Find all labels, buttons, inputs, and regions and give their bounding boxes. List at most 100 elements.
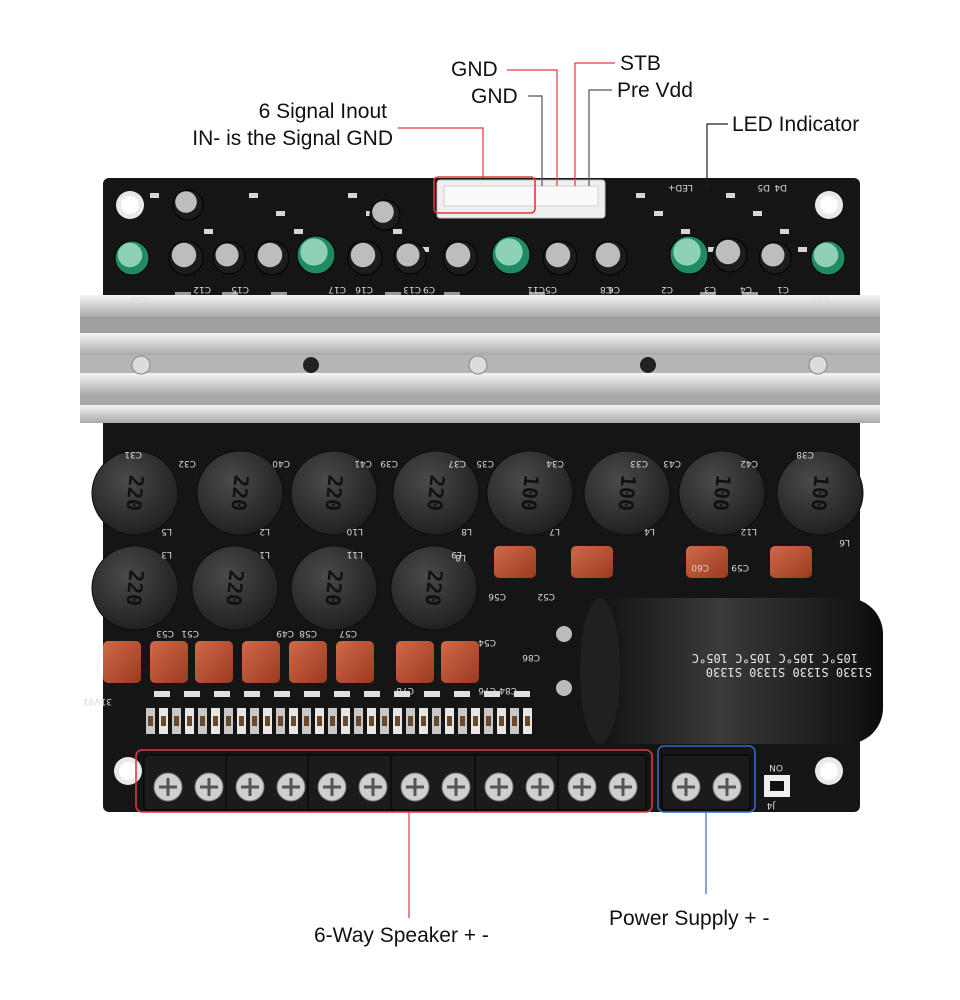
smd-capacitor (394, 691, 410, 697)
smd-resistor-body (460, 716, 465, 726)
silkscreen-label: C56 (488, 591, 506, 601)
silkscreen-label: ON (769, 762, 783, 772)
smd-resistor-body (382, 716, 387, 726)
silkscreen-label: C33 (630, 458, 648, 468)
silkscreen-label: C2 (661, 284, 673, 294)
electrolytic-capacitor (296, 235, 336, 275)
silkscreen-label: D5 (757, 182, 770, 192)
electrolytic-capacitor (393, 241, 427, 275)
screw-terminal-block (225, 754, 315, 811)
silkscreen-label: C42 (740, 458, 758, 468)
label-gnd-1: GND (451, 58, 498, 81)
inductor: 220 (390, 545, 478, 631)
smd-capacitor (214, 691, 230, 697)
inductor-value: 220 (422, 474, 449, 512)
silkscreen-label: C76 (478, 685, 496, 695)
label-speaker-terminals: 6-Way Speaker + - (314, 924, 489, 947)
silkscreen-label: C31 (124, 449, 142, 459)
inductor-value: 100 (708, 474, 735, 512)
smd-capacitor (454, 691, 470, 697)
smd-resistor-body (252, 716, 257, 726)
inductor: 100 (678, 450, 766, 536)
bulk-capacitor: S1330 S1330 S1330 S1330 105°C 105°C 105°… (556, 598, 883, 744)
smd-resistor-body (408, 716, 413, 726)
label-gnd-2: GND (471, 85, 518, 108)
silkscreen-label: C52 (537, 591, 555, 601)
smd-resistor-body (200, 716, 205, 726)
silkscreen-label: C13 (403, 284, 421, 294)
smd-resistor-body (239, 716, 244, 726)
inductor: 220 (91, 450, 179, 536)
smd-resistor-body (473, 716, 478, 726)
inductor-ref: L4 (644, 526, 655, 536)
film-capacitor (770, 546, 812, 578)
smd-resistor-row (146, 691, 532, 734)
smd-resistor-body (421, 716, 426, 726)
silkscreen-label: C39 (380, 458, 398, 468)
film-capacitor (242, 641, 280, 683)
inductor-ref: L9 (451, 549, 462, 559)
inductor-ref: L5 (161, 526, 172, 536)
electrolytic-capacitor (669, 235, 709, 275)
film-capacitor (103, 641, 141, 683)
smd-capacitor (154, 691, 170, 697)
silkscreen-label: LED+ (668, 182, 693, 192)
inductor-ref: L8 (461, 526, 472, 536)
smd-component (420, 247, 429, 252)
smd-resistor-body (213, 716, 218, 726)
smd-resistor-body (447, 716, 452, 726)
label-signal-input-line1: 6 Signal Inout (258, 100, 387, 123)
electrolytic-capacitor (592, 240, 628, 276)
smd-resistor-body (434, 716, 439, 726)
inductor-value: 220 (420, 569, 447, 607)
inductor-ref: L1 (259, 549, 270, 559)
inductor: 220 (196, 450, 284, 536)
inductor: 220 (392, 450, 480, 536)
silkscreen-label: C15 (231, 284, 249, 294)
smd-resistor-body (369, 716, 374, 726)
silkscreen-label: C78 (396, 685, 414, 695)
smd-resistor-body (226, 716, 231, 726)
smd-resistor-body (148, 716, 153, 726)
screw-terminal-block (661, 754, 751, 811)
label-stb: STB (620, 52, 661, 75)
inductor-value: 220 (320, 569, 347, 607)
silkscreen-label: C57 (339, 628, 357, 638)
silkscreen-label: C35 (476, 458, 494, 468)
electrolytic-capacitor (758, 241, 792, 275)
film-capacitor (494, 546, 536, 578)
silkscreen-label: C58 (299, 628, 317, 638)
silkscreen-label: C1 (777, 284, 789, 294)
smd-capacitor (184, 691, 200, 697)
smd-resistor-body (499, 716, 504, 726)
inductor-value: 100 (806, 474, 833, 512)
silkscreen-label: C84 (499, 685, 517, 695)
power-switch (764, 775, 790, 797)
smd-component (798, 247, 807, 252)
screw-terminal-block (143, 754, 233, 811)
heatsink (80, 295, 880, 423)
silkscreen-label: L8 (455, 552, 466, 562)
inductor-value: 220 (121, 569, 148, 607)
smd-component (726, 193, 735, 198)
label-signal-input-line2: IN- is the Signal GND (192, 127, 393, 150)
smd-capacitor (244, 691, 260, 697)
connector-highlight-box (433, 176, 536, 214)
smd-resistor-body (330, 716, 335, 726)
inductor-ref: L3 (161, 549, 172, 559)
silkscreen-label: C8 (600, 284, 612, 294)
film-capacitor (686, 546, 728, 578)
callout-lines (398, 62, 728, 918)
silkscreen-label: C4 (740, 284, 752, 294)
power-terminal (661, 754, 751, 811)
smd-resistor-body (525, 716, 530, 726)
smd-resistor-body (395, 716, 400, 726)
inductor-ref: L11 (347, 549, 363, 559)
electrolytic-capacitor (542, 240, 578, 276)
silkscreen-label: C32 (178, 458, 196, 468)
inductor: 100 (583, 450, 671, 536)
inductor: 220 (290, 545, 378, 631)
silkscreen-label: C19 (811, 294, 829, 304)
bulk-capacitor-text: S1330 S1330 S1330 S1330 (706, 665, 872, 679)
silkscreen-label: C12 (193, 284, 211, 294)
